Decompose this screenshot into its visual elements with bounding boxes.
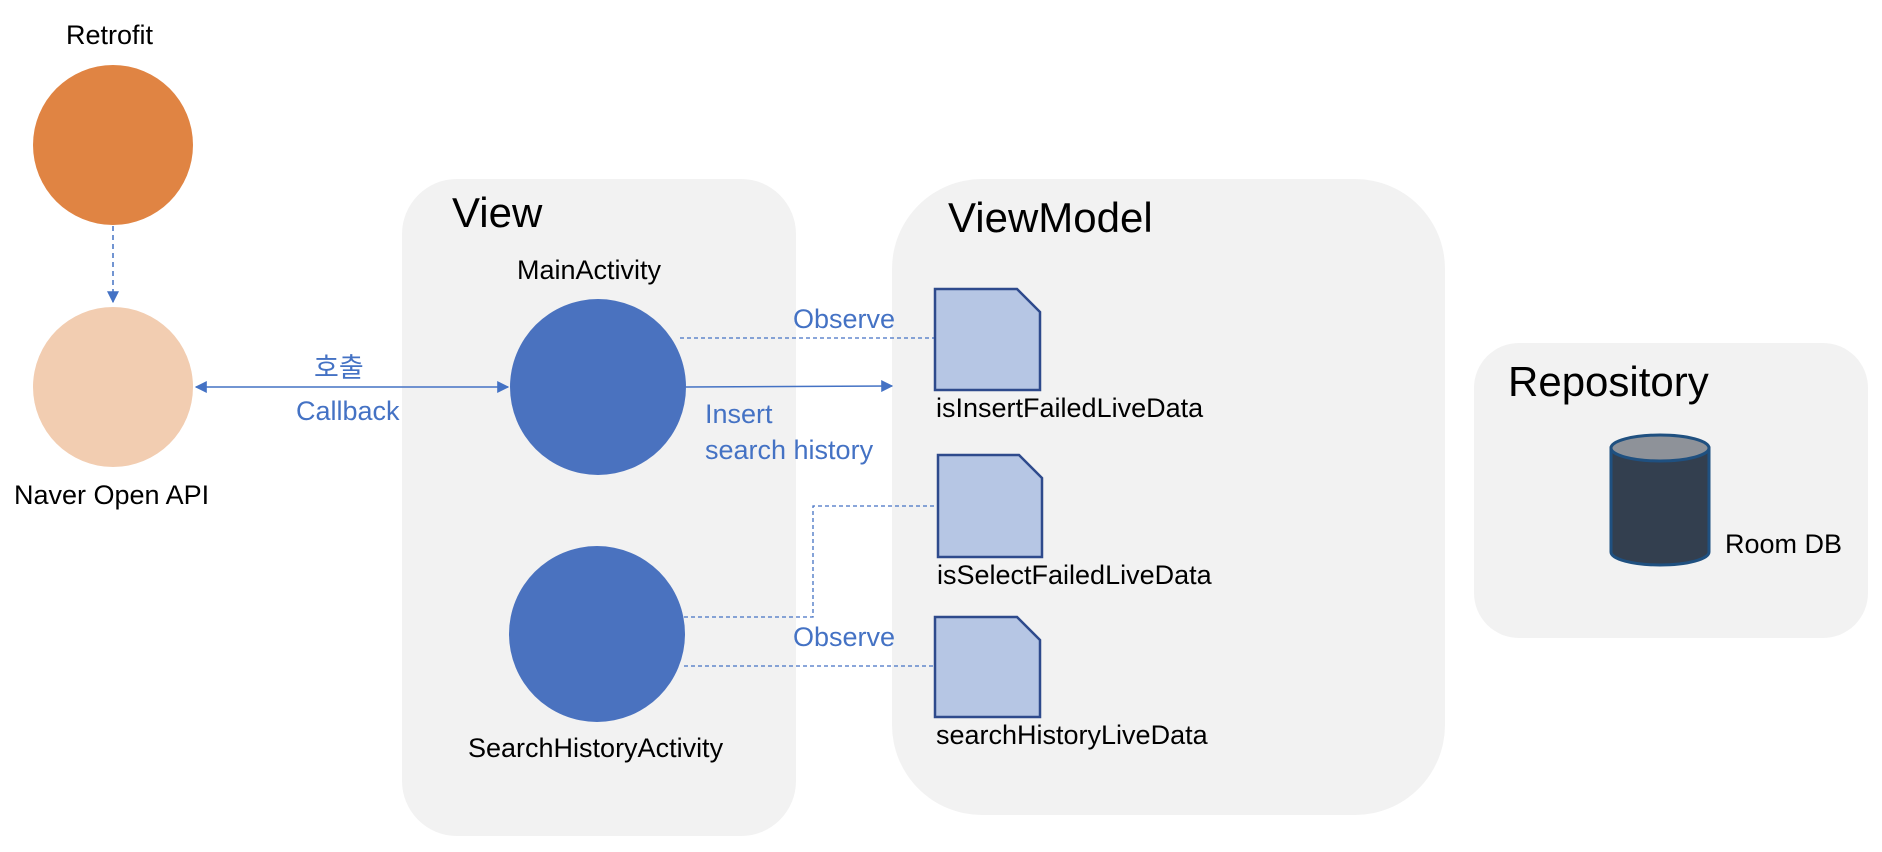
is-insert-failed-label: isInsertFailedLiveData (936, 393, 1204, 423)
insert-label-line2: search history (705, 435, 874, 465)
retrofit-node (33, 65, 193, 225)
view-panel-title: View (452, 189, 543, 236)
insert-edge (685, 380, 894, 393)
observe-bottom-label: Observe (793, 622, 896, 652)
retrofit-label: Retrofit (66, 20, 154, 50)
search-history-livedata-label: searchHistoryLiveData (936, 720, 1208, 750)
is-insert-failed-document-icon (933, 287, 1042, 392)
is-select-failed-document-icon (936, 453, 1044, 559)
main-activity-node (510, 299, 686, 475)
naver-api-label: Naver Open API (14, 480, 210, 510)
naver-api-node (33, 307, 193, 467)
repository-panel-title: Repository (1508, 358, 1709, 405)
search-history-livedata-document-icon (933, 615, 1042, 719)
room-db-cylinder-icon (1609, 433, 1711, 567)
insert-label-line1: Insert (705, 399, 773, 429)
observe-select-edge (684, 505, 937, 618)
room-db-label: Room DB (1725, 529, 1843, 559)
call-label: 호출 (314, 353, 364, 383)
main-activity-label: MainActivity (517, 255, 662, 285)
search-history-activity-label: SearchHistoryActivity (468, 733, 724, 763)
observe-top-label: Observe (793, 304, 896, 334)
view-panel (402, 179, 796, 836)
search-history-activity-node (509, 546, 685, 722)
is-select-failed-label: isSelectFailedLiveData (937, 560, 1212, 590)
callback-label: Callback (296, 396, 400, 426)
viewmodel-panel-title: ViewModel (948, 194, 1153, 241)
